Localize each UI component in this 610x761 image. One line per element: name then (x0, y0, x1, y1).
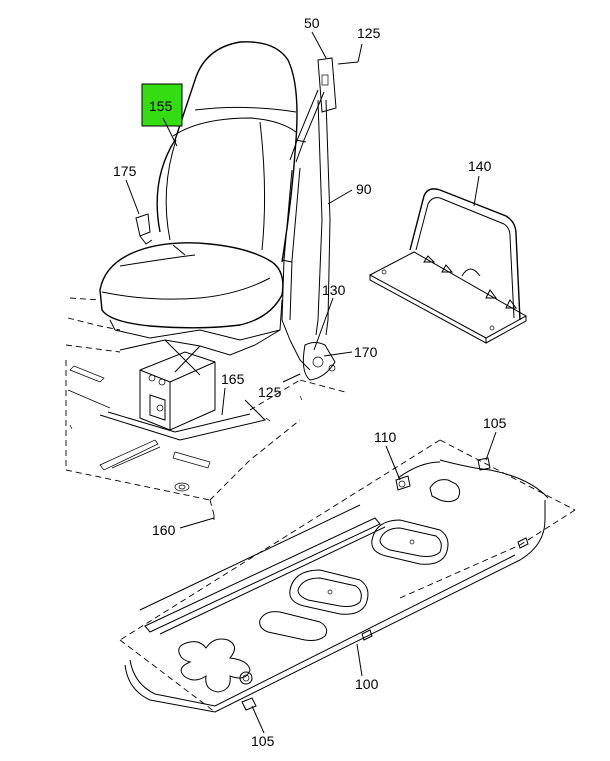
callout-155-highlight (141, 83, 183, 127)
callout-160: 160 (152, 522, 176, 538)
callout-130: 130 (322, 282, 346, 298)
callout-165: 165 (221, 371, 245, 387)
seat-belt (281, 57, 337, 381)
seat-cushion (99, 242, 284, 329)
callout-labels: 50 125 155 175 90 140 130 170 165 125 11… (113, 15, 507, 749)
callout-125-mid: 125 (258, 384, 282, 400)
callout-105-top: 105 (483, 415, 507, 431)
callout-90: 90 (356, 181, 372, 197)
callout-155: 155 (149, 98, 173, 114)
upper-floor-panel (65, 297, 346, 520)
callout-100: 100 (355, 676, 379, 692)
callout-125-top: 125 (357, 25, 381, 41)
lower-floor-panel (119, 439, 576, 713)
leader-lines (125, 31, 497, 734)
seat-pedestal (99, 299, 283, 441)
callout-110: 110 (374, 429, 397, 445)
callout-175: 175 (113, 163, 137, 179)
mounting-bracket (368, 188, 528, 344)
callout-170: 170 (354, 344, 378, 360)
seat-back (156, 41, 298, 263)
callout-140: 140 (468, 158, 492, 174)
callout-50: 50 (304, 15, 320, 31)
seat-belt-buckle (135, 213, 153, 245)
callout-105-bottom: 105 (251, 733, 275, 749)
